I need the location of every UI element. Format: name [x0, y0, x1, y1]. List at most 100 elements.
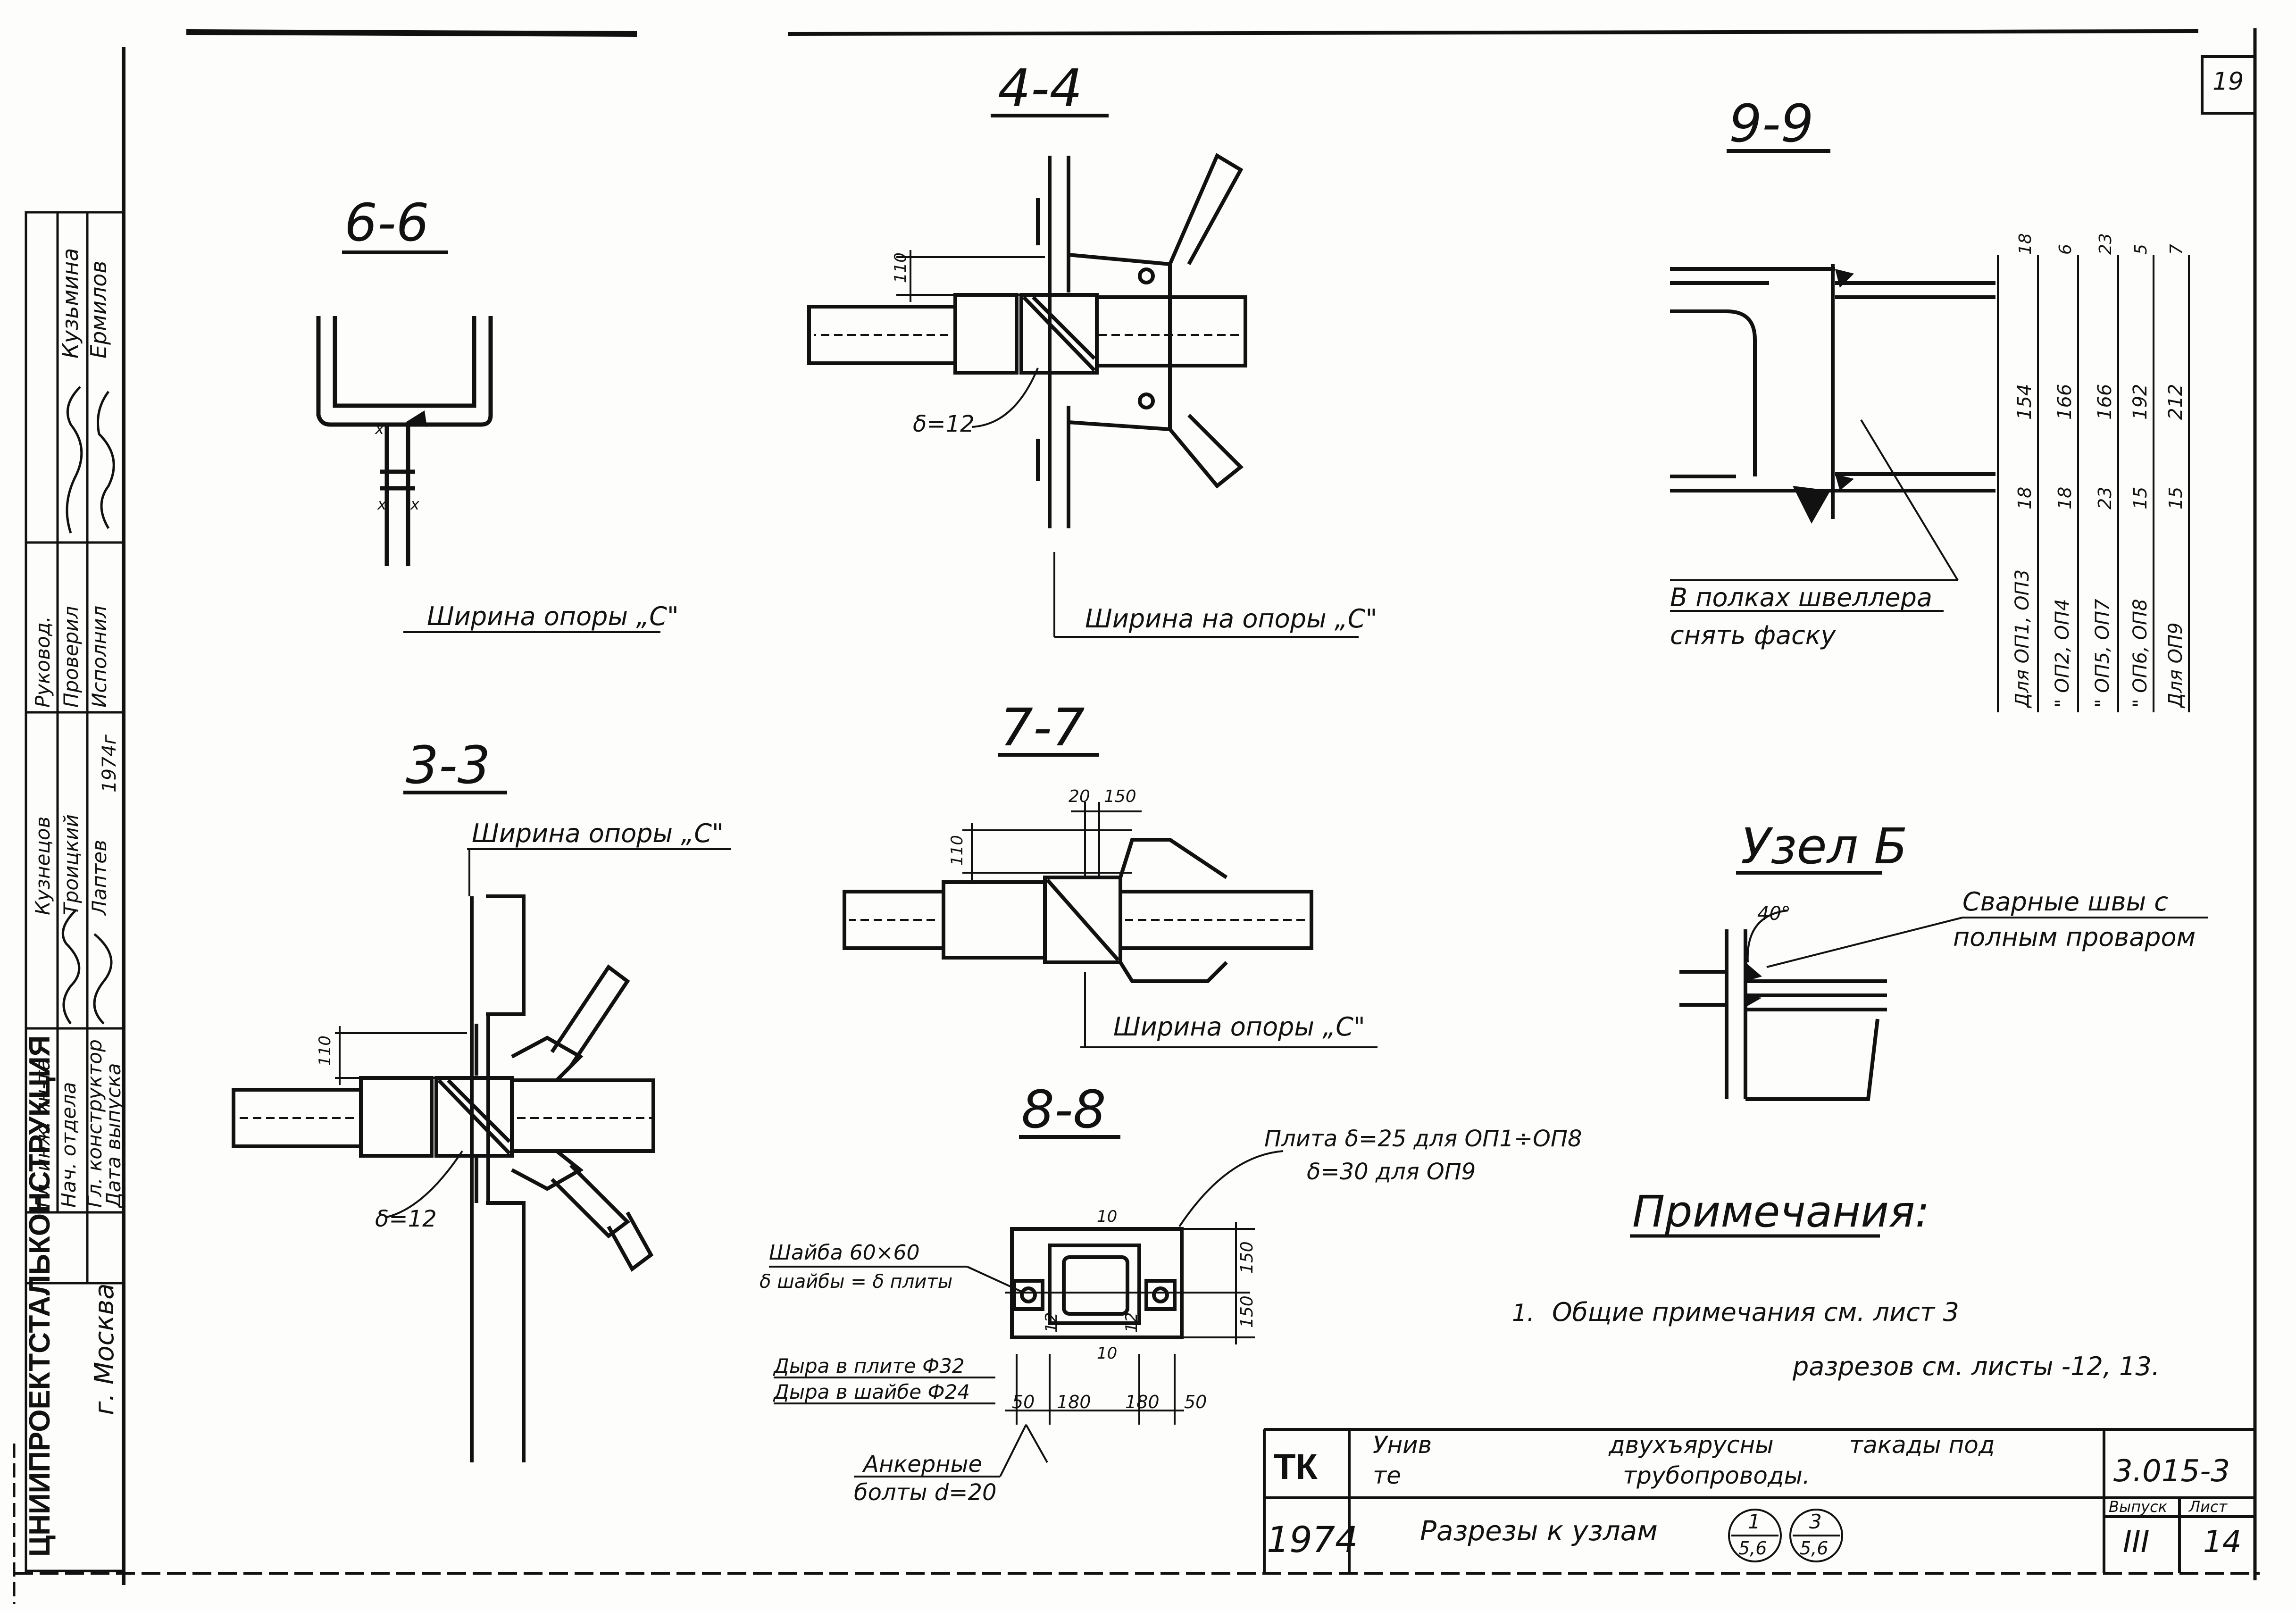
note-2-text: разрезов см. листы -12, 13.	[1792, 1352, 2160, 1381]
svg-text:212: 212	[2165, 384, 2187, 420]
dim-10-top: 10	[1097, 1207, 1117, 1226]
title-line1-c: такады под	[1849, 1431, 1995, 1459]
support-width-33: Ширина опоры „С"	[472, 818, 724, 848]
section-8-8-title: 8-8	[1021, 1079, 1106, 1140]
weld-note-line1: Сварные швы с	[1962, 887, 2168, 917]
section-7-7-drawing	[843, 838, 1313, 983]
series-code: 3.015-3	[2113, 1454, 2230, 1489]
delta-12-44: δ=12	[913, 411, 975, 437]
hole-plate-note: Дыра в плите Ф32	[773, 1354, 965, 1377]
role-executed: Исполнил	[88, 606, 111, 708]
note-1-number: 1.	[1512, 1299, 1535, 1327]
node-fraction-2	[1789, 1509, 1843, 1562]
fraction-2-num: 3	[1809, 1510, 1822, 1533]
notes-title: Примечания:	[1632, 1186, 1929, 1237]
svg-text:" ОП6, ОП8: " ОП6, ОП8	[2129, 599, 2151, 708]
washer-note-line1: Шайба 60×60	[769, 1241, 920, 1265]
svg-text:x: x	[377, 495, 387, 513]
title-line1-b: двухъярусны	[1608, 1431, 1774, 1459]
plate-note-line1: Плита δ=25 для ОП1÷ОП8	[1264, 1126, 1582, 1152]
anchor-note-line2: болты d=20	[854, 1479, 997, 1506]
fraction-1-den: 5,6	[1738, 1538, 1767, 1559]
dim-150-b: 150	[1237, 1295, 1257, 1328]
section-7-7-title: 7-7	[1000, 697, 1085, 758]
role-manager: Руковод.	[31, 616, 54, 708]
svg-text:" ОП5, ОП7: " ОП5, ОП7	[2092, 599, 2113, 708]
chamfer-note-line1: В полках швеллера	[1670, 583, 1932, 612]
dim-150-a: 150	[1237, 1241, 1257, 1274]
svg-text:" ОП2, ОП4: " ОП2, ОП4	[2052, 599, 2073, 708]
svg-text:18: 18	[2014, 487, 2035, 509]
issue-number: III	[2123, 1525, 2150, 1560]
section-6-6-title: 6-6	[344, 192, 429, 253]
stamp-roles: Гл. инж. ин-та Нач. отдела Гл. конструкт…	[31, 606, 125, 1209]
dim-110-77: 110	[948, 835, 967, 866]
title-line2-b: трубопроводы.	[1623, 1462, 1810, 1489]
fraction-2-den: 5,6	[1800, 1538, 1828, 1559]
angle-40: 40°	[1757, 903, 1791, 925]
dim-180-left: 180	[1057, 1392, 1091, 1412]
weld-note-line2: полным проваром	[1953, 922, 2196, 952]
section-title: Разрезы к узлам	[1420, 1515, 1658, 1547]
svg-text:18: 18	[2054, 487, 2075, 509]
svg-text:6: 6	[2056, 244, 2075, 255]
role-chief-designer: Гл. конструктор	[83, 1039, 106, 1208]
svg-text:Для ОП9: Для ОП9	[2165, 622, 2187, 709]
tk-label: ТК	[1274, 1447, 1318, 1487]
svg-text:15: 15	[2165, 487, 2186, 509]
name-troitsky: Троицкий	[59, 814, 83, 915]
support-width-77: Ширина опоры „С"	[1113, 1012, 1365, 1042]
name-kuznetsov: Кузнецов	[31, 817, 54, 915]
section-4-4-drawing	[807, 153, 1247, 528]
plate-note-line2: δ=30 для ОП9	[1307, 1159, 1476, 1185]
anchor-note-line1: Анкерные	[862, 1451, 982, 1477]
section-3-3-drawing	[232, 894, 655, 1462]
dim-20-77: 20	[1069, 787, 1090, 806]
table-9-9-values: 18 6 23 5 7 154 166 166 192 212 18 18 23…	[2012, 233, 2187, 709]
svg-text:7: 7	[2167, 244, 2186, 255]
section-9-9-title: 9-9	[1729, 93, 1814, 154]
issue-label: Выпуск	[2109, 1498, 2168, 1516]
chamfer-note-line2: снять фаску	[1670, 620, 1836, 650]
fraction-1-num: 1	[1748, 1510, 1761, 1533]
name-laptev: Лаптев	[88, 840, 111, 916]
note-1-text: Общие примечания см. лист 3	[1552, 1297, 1959, 1327]
svg-text:23: 23	[2096, 233, 2115, 255]
dim-110-33: 110	[316, 1035, 334, 1066]
dim-180-right: 180	[1125, 1392, 1160, 1412]
svg-text:166: 166	[2054, 384, 2076, 420]
svg-text:23: 23	[2095, 487, 2115, 509]
dim-12-right: 12	[1122, 1312, 1141, 1333]
role-issue-date: Дата выпуска	[102, 1063, 125, 1209]
support-width-66: Ширина опоры „С"	[427, 601, 679, 631]
delta-12-33: δ=12	[375, 1206, 437, 1232]
hole-washer-note: Дыра в шайбе Ф24	[773, 1380, 970, 1403]
stamp-year: 1974г	[99, 734, 120, 793]
sheet-label: Лист	[2188, 1498, 2228, 1516]
sheet-value: 14	[2203, 1525, 2241, 1560]
sheet-number: 19	[2213, 67, 2244, 96]
name-ermilov: Ермилов	[86, 260, 111, 359]
svg-text:166: 166	[2094, 384, 2116, 420]
dim-150-77: 150	[1104, 787, 1136, 806]
section-6-6-drawing	[316, 316, 493, 566]
dim-110-44: 110	[891, 252, 910, 283]
dims-9-9-grid	[1997, 255, 2190, 712]
org-name: ЦНИИПРОЕКТСТАЛЬКОНСТРУКЦИЯ	[24, 1035, 56, 1557]
dim-50-left: 50	[1012, 1392, 1035, 1412]
dim-10-bottom: 10	[1097, 1344, 1117, 1363]
support-width-44: Ширина на опоры „С"	[1085, 604, 1377, 634]
title-line1-a: Унив	[1373, 1431, 1432, 1459]
left-stamp	[25, 211, 125, 1572]
svg-text:18: 18	[2016, 233, 2035, 255]
section-4-4-title: 4-4	[998, 58, 1083, 118]
signatures	[61, 386, 115, 1025]
section-8-8-drawing	[1010, 1227, 1184, 1339]
washer-note-line2: δ шайбы = δ плиты	[760, 1271, 952, 1293]
role-checked: Проверил	[59, 606, 83, 708]
svg-text:x: x	[375, 420, 384, 438]
svg-text:Для ОП1, ОП3: Для ОП1, ОП3	[2012, 569, 2033, 709]
svg-text:5: 5	[2131, 244, 2151, 255]
